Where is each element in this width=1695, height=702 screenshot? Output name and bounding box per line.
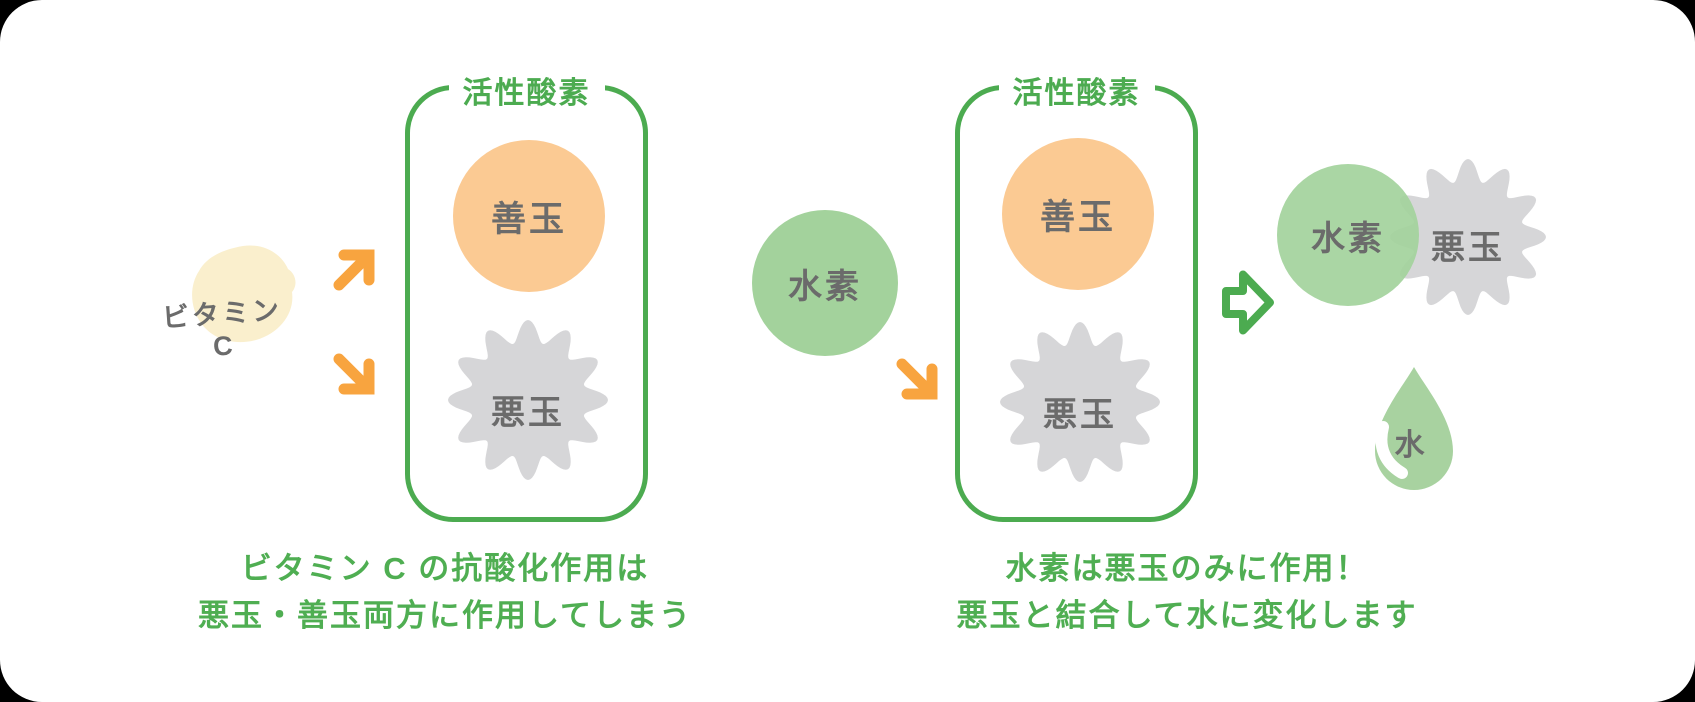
right-bad-radical-label: 悪玉 — [1043, 396, 1117, 434]
hydrogen-circle: 水素 — [752, 210, 898, 356]
hydrogen-label: 水素 — [788, 267, 862, 306]
left-caption: ビタミン C の抗酸化作用は 悪玉・善玉両方に作用してしまう — [150, 545, 740, 639]
result-hydrogen-circle: 水素 — [1277, 164, 1419, 306]
left-bad-radical-label: 悪玉 — [491, 394, 565, 432]
right-caption: 水素は悪玉のみに作用！ 悪玉と結合して水に変化します — [890, 545, 1484, 639]
left-box-title: 活性酸素 — [448, 68, 605, 112]
arrow-down-right-icon — [333, 353, 375, 395]
right-caption-line1: 水素は悪玉のみに作用！ — [1005, 551, 1369, 586]
right-caption-line2: 悪玉と結合して水に変化します — [956, 598, 1418, 633]
right-good-radical-label: 善玉 — [1039, 197, 1116, 237]
vitamin-c-label: ビタミン C — [161, 294, 283, 362]
right-bad-radical-gear-icon — [1000, 322, 1160, 482]
result-hydrogen-label: 水素 — [1311, 219, 1385, 258]
result-bad-radical-gear-icon — [1390, 159, 1546, 315]
left-reactive-oxygen-box: 活性酸素 — [405, 68, 648, 522]
right-box-title: 活性酸素 — [998, 68, 1155, 112]
left-bad-radical-gear-icon — [448, 320, 608, 480]
result-bad-radical-label: 悪玉 — [1431, 229, 1505, 267]
right-good-radical-circle: 善玉 — [1002, 138, 1154, 290]
left-caption-line2: 悪玉・善玉両方に作用してしまう — [197, 598, 693, 633]
arrow-down-right-icon — [896, 358, 938, 400]
left-good-radical-circle: 善玉 — [453, 140, 605, 292]
water-drop-icon — [1375, 367, 1453, 490]
water-label: 水 — [1394, 429, 1428, 462]
block-arrow-right-icon — [1222, 270, 1274, 335]
left-good-radical-label: 善玉 — [490, 199, 567, 239]
lemon-icon — [192, 245, 296, 343]
left-caption-line1: ビタミン C の抗酸化作用は — [240, 551, 650, 586]
arrow-up-right-icon — [333, 249, 375, 291]
right-reactive-oxygen-box: 活性酸素 — [955, 68, 1198, 522]
